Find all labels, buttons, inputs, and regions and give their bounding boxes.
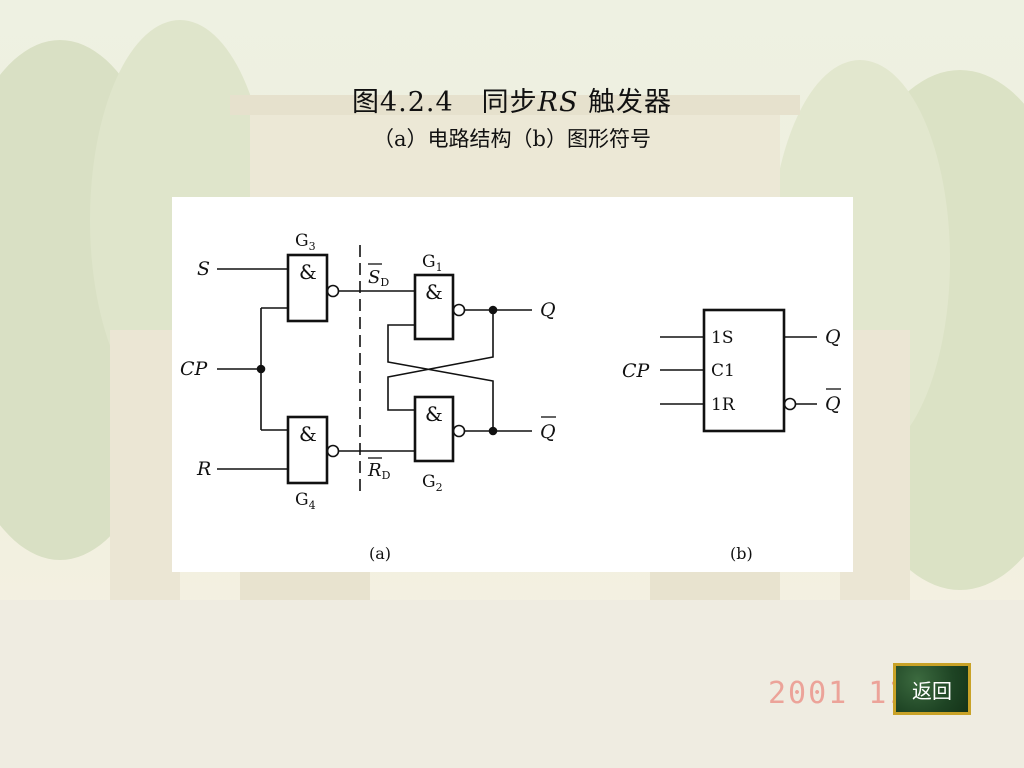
title-figure-number: 图4.2.4 [351,87,454,118]
gate-g3-inverter-bubble [326,284,340,298]
wire-feedback-qbar-to-g1 [387,324,494,431]
gate-g2-inverter-bubble [452,424,466,438]
circuit-figure: G3 & & G4 G1 & & G2 S CP R SD RD Q Q (a) [180,231,841,563]
label-s-input: S [197,258,210,280]
slide-subtitle: （a）电路结构（b）图形符号 [373,127,651,151]
caption-a: (a) [369,544,391,563]
gate-g2 [413,395,455,463]
label-g2-symbol: & [425,402,443,426]
label-rd: RD [367,460,391,482]
label-q-output: Q [540,299,556,321]
label-qbar-output: Q [540,421,556,443]
back-button-label: 返回 [912,678,952,703]
label-g2: G2 [422,472,443,494]
gate-g3 [286,253,329,323]
gate-g4-inverter-bubble [326,444,340,458]
label-cp-b: CP [622,360,651,382]
label-cp-input: CP [180,358,209,380]
label-qbar-b: Q [825,393,841,415]
figure-panel: G3 & & G4 G1 & & G2 S CP R SD RD Q Q (a) [172,197,853,572]
label-sd: SD [368,267,389,289]
label-pin-c1: C1 [711,361,735,381]
title-rs: RS [537,87,579,118]
back-button[interactable]: 返回 [893,663,971,715]
label-g1-symbol: & [425,280,443,304]
circuit-structure [217,245,532,497]
junction-cp [256,364,266,374]
gate-g1 [413,273,455,341]
label-r-input: R [196,458,211,480]
slide-title: 图4.2.4 同步RS 触发器 [0,80,1024,119]
title-text: 同步 [481,87,538,118]
gate-g1-inverter-bubble [452,303,466,317]
label-g4: G4 [295,490,316,512]
graphic-symbol [660,308,817,433]
label-pin-1r: 1R [711,395,736,415]
caption-b: (b) [730,544,753,563]
label-pin-1s: 1S [711,328,733,348]
photo-date-stamp: 2001 11 [768,676,909,711]
qbar-inverter-bubble [783,397,797,411]
label-g3-symbol: & [299,260,317,284]
title-suffix: 触发器 [578,87,673,118]
wire-feedback-q-to-g2 [387,310,494,411]
label-g4-symbol: & [299,422,317,446]
label-q-b: Q [825,326,841,348]
label-g3: G3 [295,231,316,253]
label-g1: G1 [422,252,443,274]
